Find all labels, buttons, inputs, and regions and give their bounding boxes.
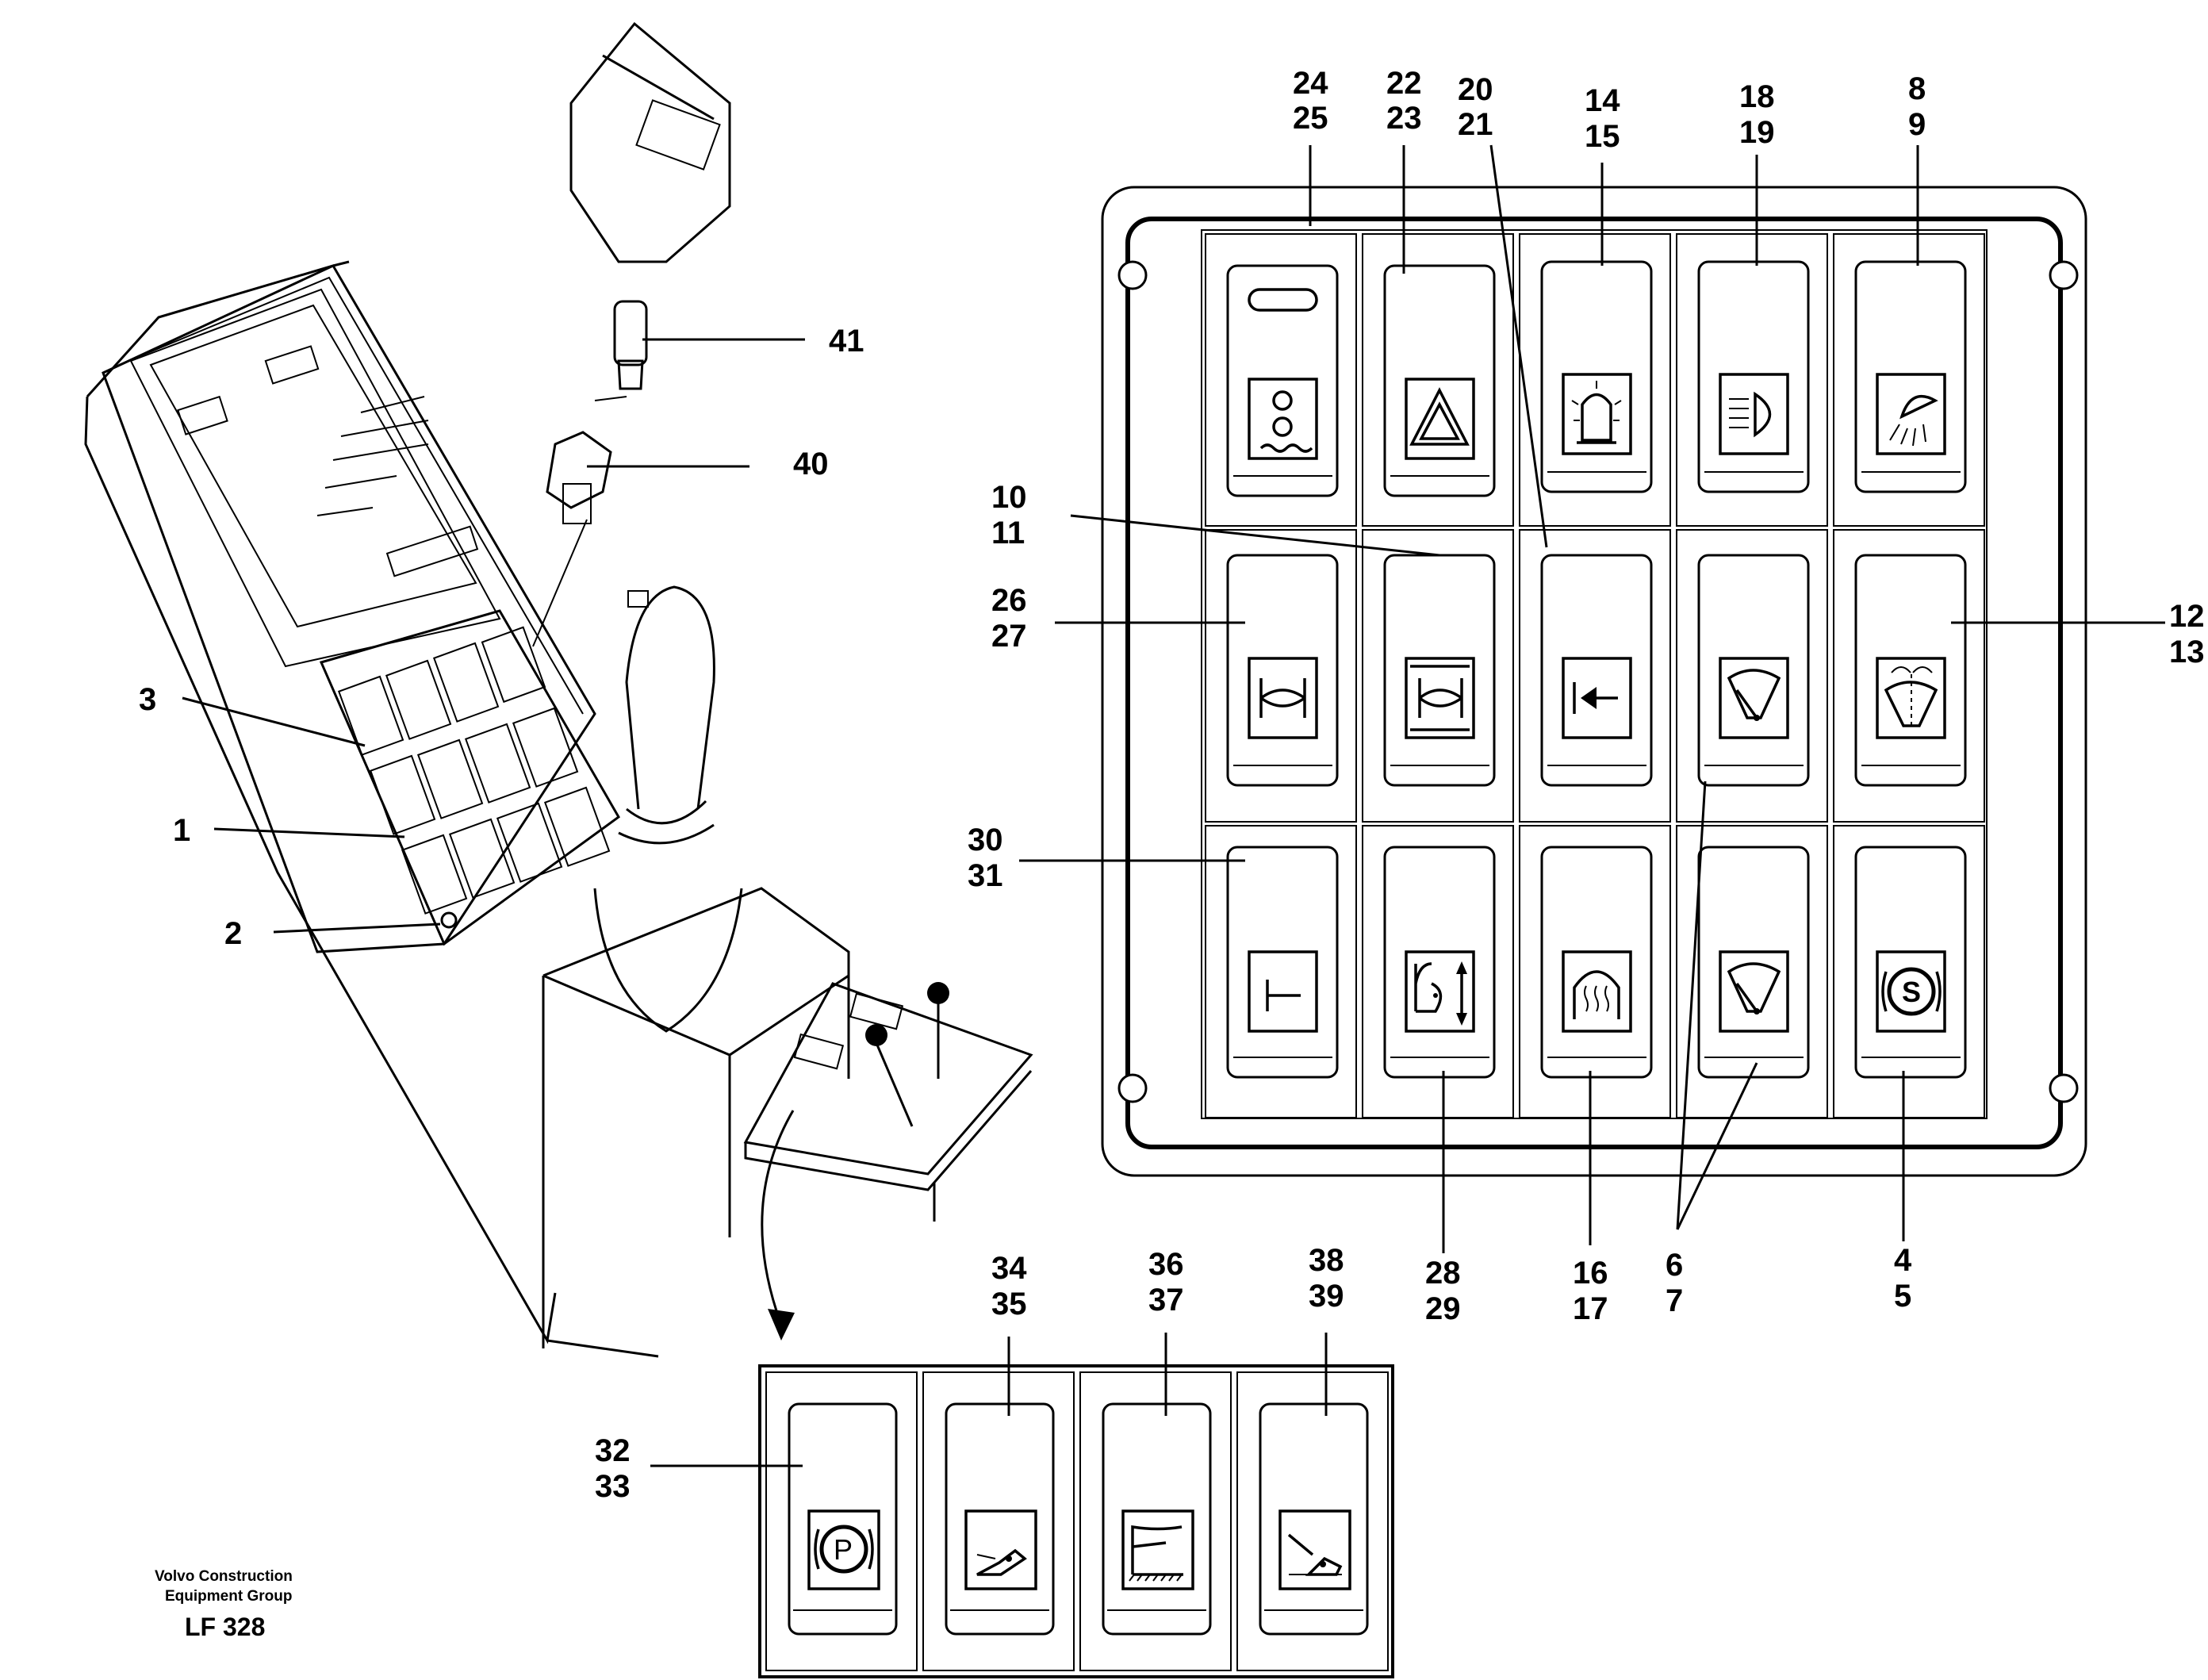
bucket-height-icon bbox=[1405, 950, 1475, 1033]
label-28: 28 bbox=[1425, 1256, 1461, 1291]
label-35: 35 bbox=[991, 1287, 1027, 1321]
label-4: 4 bbox=[1894, 1243, 1912, 1278]
label-6: 6 bbox=[1666, 1248, 1683, 1283]
switch-panel bbox=[1101, 186, 2087, 1177]
worklight-icon bbox=[1876, 373, 1946, 455]
rear-defrost-icon bbox=[1562, 950, 1632, 1033]
svg-text:P: P bbox=[834, 1533, 853, 1566]
label-29: 29 bbox=[1425, 1291, 1461, 1326]
label-32: 32 bbox=[595, 1433, 631, 1468]
blade-icon bbox=[1121, 1509, 1194, 1590]
console-illustration bbox=[84, 21, 1033, 1358]
label-5: 5 bbox=[1894, 1279, 1911, 1314]
arrow-left-icon bbox=[1562, 657, 1632, 739]
gauge-drum-icon bbox=[1248, 288, 1318, 460]
label-7: 7 bbox=[1666, 1283, 1683, 1318]
bottom-switch-panel bbox=[758, 1364, 1394, 1678]
axle-frame-icon bbox=[1405, 657, 1475, 739]
warning-triangle-icon bbox=[1405, 378, 1475, 460]
label-23: 23 bbox=[1386, 101, 1422, 136]
label-38: 38 bbox=[1309, 1243, 1344, 1278]
label-39: 39 bbox=[1309, 1279, 1344, 1314]
svg-text:S: S bbox=[1902, 976, 1921, 1008]
s-brake-icon: S bbox=[1876, 950, 1946, 1033]
rear-wiper-icon bbox=[1719, 950, 1789, 1033]
label-10: 10 bbox=[991, 480, 1027, 515]
label-1: 1 bbox=[173, 813, 190, 848]
label-8: 8 bbox=[1908, 71, 1926, 106]
label-36: 36 bbox=[1148, 1247, 1184, 1282]
label-37: 37 bbox=[1148, 1283, 1184, 1318]
label-17: 17 bbox=[1573, 1291, 1608, 1326]
headlight-icon bbox=[1719, 373, 1789, 455]
bottom-callout-leaders bbox=[650, 1333, 1328, 1467]
label-14: 14 bbox=[1585, 83, 1620, 118]
bucket-float-icon bbox=[1278, 1509, 1351, 1590]
right-callout-leaders bbox=[1019, 144, 2165, 1253]
label-24: 24 bbox=[1293, 66, 1328, 101]
label-30: 30 bbox=[968, 823, 1003, 857]
boom-float-icon bbox=[964, 1509, 1037, 1590]
label-3: 3 bbox=[139, 682, 156, 717]
label-33: 33 bbox=[595, 1469, 631, 1504]
label-9: 9 bbox=[1908, 107, 1926, 142]
label-31: 31 bbox=[968, 858, 1003, 893]
label-15: 15 bbox=[1585, 119, 1620, 154]
washer-wiper-icon bbox=[1876, 657, 1946, 739]
label-20: 20 bbox=[1458, 72, 1493, 107]
label-12: 12 bbox=[2169, 599, 2205, 634]
label-26: 26 bbox=[991, 583, 1027, 618]
front-wiper-icon bbox=[1719, 657, 1789, 739]
parking-brake-icon: P bbox=[807, 1509, 880, 1590]
label-25: 25 bbox=[1293, 101, 1328, 136]
axle-lock-icon bbox=[1248, 657, 1318, 739]
company-line-2: Equipment Group bbox=[165, 1588, 292, 1605]
hammer-icon bbox=[1248, 950, 1318, 1033]
label-19: 19 bbox=[1739, 115, 1775, 150]
label-41: 41 bbox=[829, 324, 864, 359]
label-16: 16 bbox=[1573, 1256, 1608, 1291]
company-line-1: Volvo Construction bbox=[155, 1568, 293, 1585]
label-18: 18 bbox=[1739, 79, 1775, 114]
label-34: 34 bbox=[991, 1251, 1027, 1286]
label-27: 27 bbox=[991, 619, 1027, 654]
beacon-icon bbox=[1562, 373, 1632, 455]
label-2: 2 bbox=[224, 916, 242, 951]
drawing-code: LF 328 bbox=[185, 1613, 265, 1641]
label-13: 13 bbox=[2169, 635, 2205, 669]
label-22: 22 bbox=[1386, 66, 1422, 101]
label-21: 21 bbox=[1458, 107, 1493, 142]
label-40: 40 bbox=[793, 447, 829, 481]
left-callout-leaders bbox=[182, 338, 805, 934]
label-11: 11 bbox=[991, 516, 1025, 550]
